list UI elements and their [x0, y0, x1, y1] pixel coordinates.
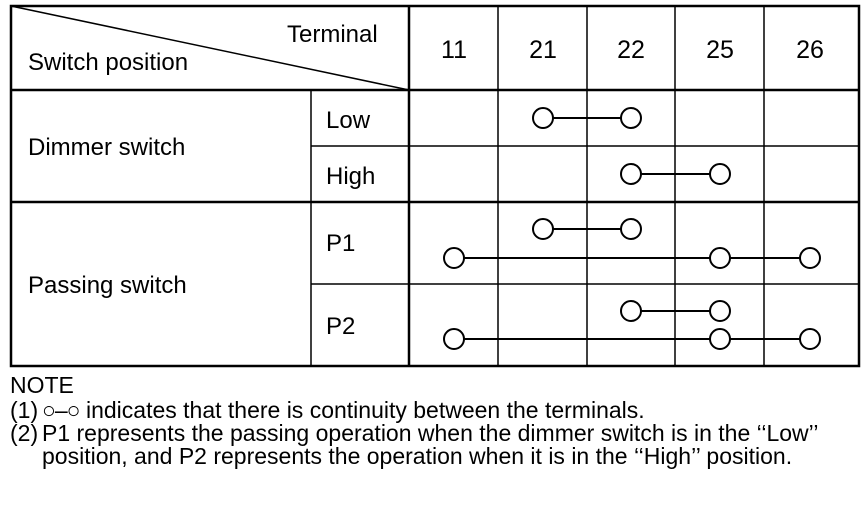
terminal-25-node [709, 300, 731, 322]
terminal-22-node [620, 218, 642, 240]
note-title: NOTE [10, 372, 74, 398]
terminal-26-node [799, 328, 821, 350]
terminal-label-22: 22 [617, 36, 645, 64]
switch-position-header: Switch position [28, 49, 188, 76]
position-label-p1: P1 [326, 230, 355, 257]
terminal-22-node [620, 163, 642, 185]
note-text: indicates that there is continuity betwe… [79, 397, 645, 423]
terminal-21-node [532, 218, 554, 240]
position-label-high: High [326, 163, 375, 190]
terminal-header: Terminal [287, 21, 378, 48]
terminal-label-21: 21 [529, 36, 557, 64]
table-grid [9, 4, 861, 368]
terminal-11-node [443, 247, 465, 269]
terminal-26-node [799, 247, 821, 269]
continuity-table: Terminal Switch position 11 21 22 25 26 … [9, 4, 861, 368]
note-number: (2) [10, 420, 39, 446]
continuity-symbol: ○–○ [42, 397, 81, 423]
continuity-connections [443, 107, 821, 350]
terminal-22-node [620, 107, 642, 129]
note-item-1: (1) ○–○ indicates that there is continui… [10, 399, 860, 422]
note-text: P1 represents the passing operation when… [42, 420, 818, 469]
terminal-label-26: 26 [796, 36, 824, 64]
position-label-p2: P2 [326, 313, 355, 340]
group-label-passing-switch: Passing switch [28, 272, 187, 299]
position-label-low: Low [326, 107, 371, 134]
terminal-22-node [620, 300, 642, 322]
group-label-dimmer-switch: Dimmer switch [28, 134, 185, 161]
terminal-25-node [709, 247, 731, 269]
terminal-11-node [443, 328, 465, 350]
terminal-25-node [709, 328, 731, 350]
note-number: (1) [10, 397, 39, 423]
note-item-2: (2) P1 represents the passing operation … [10, 422, 860, 468]
terminal-label-25: 25 [706, 36, 734, 64]
notes-section: NOTE (1) ○–○ indicates that there is con… [10, 374, 860, 468]
terminal-25-node [709, 163, 731, 185]
terminal-labels: 11 21 22 25 26 [441, 36, 824, 64]
terminal-21-node [532, 107, 554, 129]
terminal-label-11: 11 [441, 36, 467, 64]
